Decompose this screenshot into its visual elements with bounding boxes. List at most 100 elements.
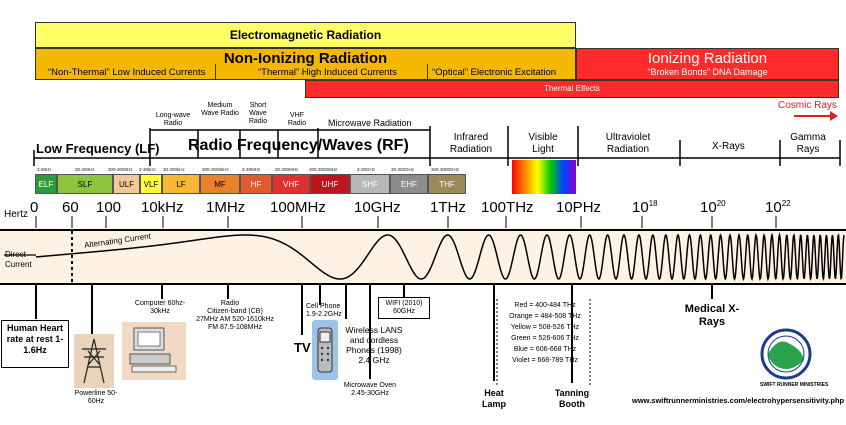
axis-tick-label: 0 bbox=[30, 199, 39, 216]
band-divider-1 bbox=[215, 64, 216, 80]
band-cell-hf: HF bbox=[240, 174, 272, 194]
color-range-item: Red = 400-484 THz bbox=[514, 302, 576, 309]
band-cell-elf: ELF bbox=[35, 174, 57, 194]
axis-tick-label: 100THz bbox=[481, 199, 534, 216]
band-cell-vhf: VHF bbox=[272, 174, 310, 194]
phone-icon bbox=[317, 327, 333, 373]
computer-icon bbox=[129, 327, 177, 373]
heat-lamp-label: Heat Lamp bbox=[481, 388, 506, 409]
band-cell-lf: LF bbox=[162, 174, 200, 194]
band-cell-ulf: ULF bbox=[113, 174, 140, 194]
gamma-label: Gamma Rays bbox=[790, 132, 826, 155]
axis-tick-marks bbox=[35, 216, 777, 228]
vhf-label: VHF Radio bbox=[287, 112, 307, 127]
non-thermal-label: “Non-Thermal” Low Induced Currents bbox=[48, 67, 206, 78]
logo-text: SWIFT RUNNER MINISTRIES bbox=[760, 382, 829, 388]
color-range-item: Orange = 484-508 THz bbox=[509, 313, 581, 320]
freq-label: 3-30MHz bbox=[242, 167, 261, 172]
human-heart-box: Human Heart rate at rest 1-1.6Hz bbox=[1, 320, 69, 368]
axis-tick-label: 10PHz bbox=[556, 199, 602, 216]
freq-label: 300-3000GHz bbox=[431, 167, 460, 172]
visible-label: Visible Light bbox=[528, 132, 558, 155]
tv-label: TV bbox=[294, 340, 311, 355]
shortwave-label: Short Wave Radio bbox=[248, 102, 268, 125]
freq-label: 3-30kHz bbox=[139, 167, 156, 172]
app-connectors bbox=[35, 285, 713, 385]
infrared-label: Infrared Radiation bbox=[449, 132, 493, 155]
thermal-effects-band: Thermal Effects bbox=[305, 80, 839, 98]
band-cell-thf: THF bbox=[428, 174, 466, 194]
band-cell-uhf: UHF bbox=[310, 174, 350, 194]
freq-label: 30-300Hz bbox=[75, 167, 95, 172]
uv-label: Ultraviolet Radiation bbox=[605, 132, 651, 155]
axis-tick-exponent: 22 bbox=[781, 199, 791, 208]
axis-tick-label: 1THz bbox=[430, 199, 466, 216]
axis-tick-label: 1MHz bbox=[206, 199, 246, 216]
cosmic-arrow-icon bbox=[794, 111, 838, 121]
logo-globe-icon bbox=[760, 328, 812, 380]
color-range-item: Blue = 606-668 THz bbox=[513, 346, 577, 353]
waveform bbox=[4, 231, 845, 283]
axis-tick-label: 1022 bbox=[765, 199, 791, 216]
radio-label: Radio bbox=[220, 300, 240, 307]
mediumwave-label: Medium Wave Radio bbox=[201, 102, 239, 117]
axis-tick-exponent: 20 bbox=[716, 199, 726, 208]
direct-current-label: Direct Current bbox=[5, 250, 32, 269]
ionizing-band: Ionizing Radiation “Broken Bonds” DNA Da… bbox=[576, 48, 839, 80]
non-ionizing-band: Non-Ionizing Radiation “Non-Thermal” Low… bbox=[35, 48, 576, 80]
axis-tick-exponent: 18 bbox=[648, 199, 658, 208]
color-range-item: Yellow = 508-526 THz bbox=[510, 324, 580, 331]
region-brackets bbox=[33, 126, 841, 166]
band-cell-ehf: EHF bbox=[390, 174, 428, 194]
freq-label: 300-3000MHz bbox=[309, 167, 338, 172]
axis-tick-label: 10GHz bbox=[354, 199, 401, 216]
axis-tick-label: 100MHz bbox=[270, 199, 326, 216]
freq-label: 300-3000kHz bbox=[202, 167, 229, 172]
power-tower-icon bbox=[82, 338, 106, 384]
tanning-booth-label: Tanning Booth bbox=[554, 388, 590, 409]
wireless-label: Wireless LANS and cordless Phones (1998)… bbox=[345, 325, 403, 365]
website-url[interactable]: www.swiftrunnerministries.com/electrohyp… bbox=[632, 396, 845, 405]
radio-detail-label: Citizen-band (CB) 27MHz AM 520-1610kHz F… bbox=[196, 308, 274, 331]
broken-bonds-label: “Broken Bonds” DNA Damage bbox=[647, 67, 768, 77]
band-divider-2 bbox=[427, 64, 428, 80]
computer-label: Computer 60hz-30kHz bbox=[134, 300, 186, 315]
lf-label: Low Frequency (LF) bbox=[36, 141, 160, 156]
band-cell-shf: SHF bbox=[350, 174, 390, 194]
em-radiation-band: Electromagnetic Radiation bbox=[35, 22, 576, 48]
axis-tick-label: 60 bbox=[62, 199, 79, 216]
powerline-label: Powerline 50-60Hz bbox=[74, 390, 118, 405]
hertz-label: Hertz bbox=[4, 209, 28, 220]
axis-tick-label: 1018 bbox=[632, 199, 658, 216]
visible-colors-list: Red = 400-484 THz Orange = 484-508 THz Y… bbox=[500, 300, 590, 366]
axis-tick-label: 100 bbox=[96, 199, 122, 216]
color-range-item: Violet = 668-789 THz bbox=[512, 357, 578, 364]
logo bbox=[746, 326, 826, 384]
color-range-item: Green = 526-606 THz bbox=[511, 335, 579, 342]
freq-label: 3-30GHz bbox=[357, 167, 376, 172]
axis-tick-label: 1020 bbox=[700, 199, 726, 216]
band-cell-slf: SLF bbox=[57, 174, 113, 194]
freq-label: 300-3000Hz bbox=[108, 167, 133, 172]
freq-label: 30-300kHz bbox=[163, 167, 185, 172]
rf-label: Radio Frequency/Waves (RF) bbox=[188, 137, 409, 154]
axis-tick-label: 10kHz bbox=[141, 199, 184, 216]
xrays-label: X-Rays bbox=[712, 141, 745, 152]
optical-label: “Optical” Electronic Excitation bbox=[432, 67, 557, 78]
band-cell-mf: MF bbox=[200, 174, 240, 194]
visible-spectrum bbox=[512, 160, 576, 194]
medical-xrays-label: Medical X-Rays bbox=[684, 303, 740, 328]
microwave-label: Microwave Radiation bbox=[328, 118, 412, 128]
thermal-label: “Thermal” High Induced Currents bbox=[258, 67, 397, 78]
freq-label: 30-300GHz bbox=[391, 167, 415, 172]
powerline-image bbox=[74, 334, 114, 388]
longwave-label: Long-wave Radio bbox=[155, 112, 191, 127]
cosmic-rays-label: Cosmic Rays bbox=[778, 100, 837, 111]
cellphone-label: Cell Phone 1.9-2.2GHz bbox=[306, 303, 342, 318]
microwave-oven-label: Microwave Oven 2.45-30GHz bbox=[343, 382, 397, 397]
band-cell-vlf: VLF bbox=[140, 174, 162, 194]
freq-label: 3-30Hz bbox=[37, 167, 52, 172]
freq-label: 30-300MHz bbox=[275, 167, 299, 172]
wifi-box: WIFI (2010) 60GHz bbox=[378, 297, 430, 319]
ionizing-title: Ionizing Radiation bbox=[647, 50, 768, 67]
